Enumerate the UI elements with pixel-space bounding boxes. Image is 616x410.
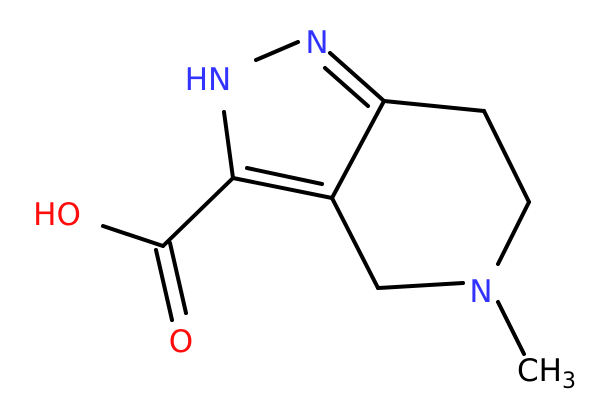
atom-n5: N <box>469 274 492 310</box>
methyl-ch: CH <box>517 353 562 389</box>
bond-c4-c3a <box>330 196 380 290</box>
bond-c7a-c3a <box>330 99 386 200</box>
atom-n1h: HN <box>185 62 232 98</box>
bond-cooh-o-right <box>168 241 188 315</box>
atom-oh: HO <box>33 197 81 233</box>
atom-n2: N <box>305 25 328 61</box>
atom-o-carbonyl: O <box>169 324 193 360</box>
bonds <box>101 40 531 356</box>
atom-labels: N HN N HO O CH3 <box>33 25 576 394</box>
bond-c3a-c3-double <box>245 166 324 186</box>
bond-cooh-o-left <box>154 248 174 322</box>
bond-c3a-c3 <box>231 176 334 200</box>
bond-c6-n5 <box>496 200 531 266</box>
bond-c7-c6 <box>482 109 531 204</box>
atom-methyl: CH3 <box>517 353 576 394</box>
bond-c3-n1 <box>222 110 235 180</box>
bond-c7a-c7 <box>382 99 486 113</box>
bond-n5-c4 <box>376 281 465 290</box>
bond-n2-c7a-double <box>323 66 370 108</box>
bond-n5-ch3 <box>496 300 526 356</box>
bond-n1-n2 <box>254 40 300 62</box>
bond-cooh-oh <box>101 224 165 248</box>
bond-c3-cooh <box>161 176 235 248</box>
bond-n2-c7a <box>328 51 386 103</box>
methyl-subscript: 3 <box>562 369 576 394</box>
